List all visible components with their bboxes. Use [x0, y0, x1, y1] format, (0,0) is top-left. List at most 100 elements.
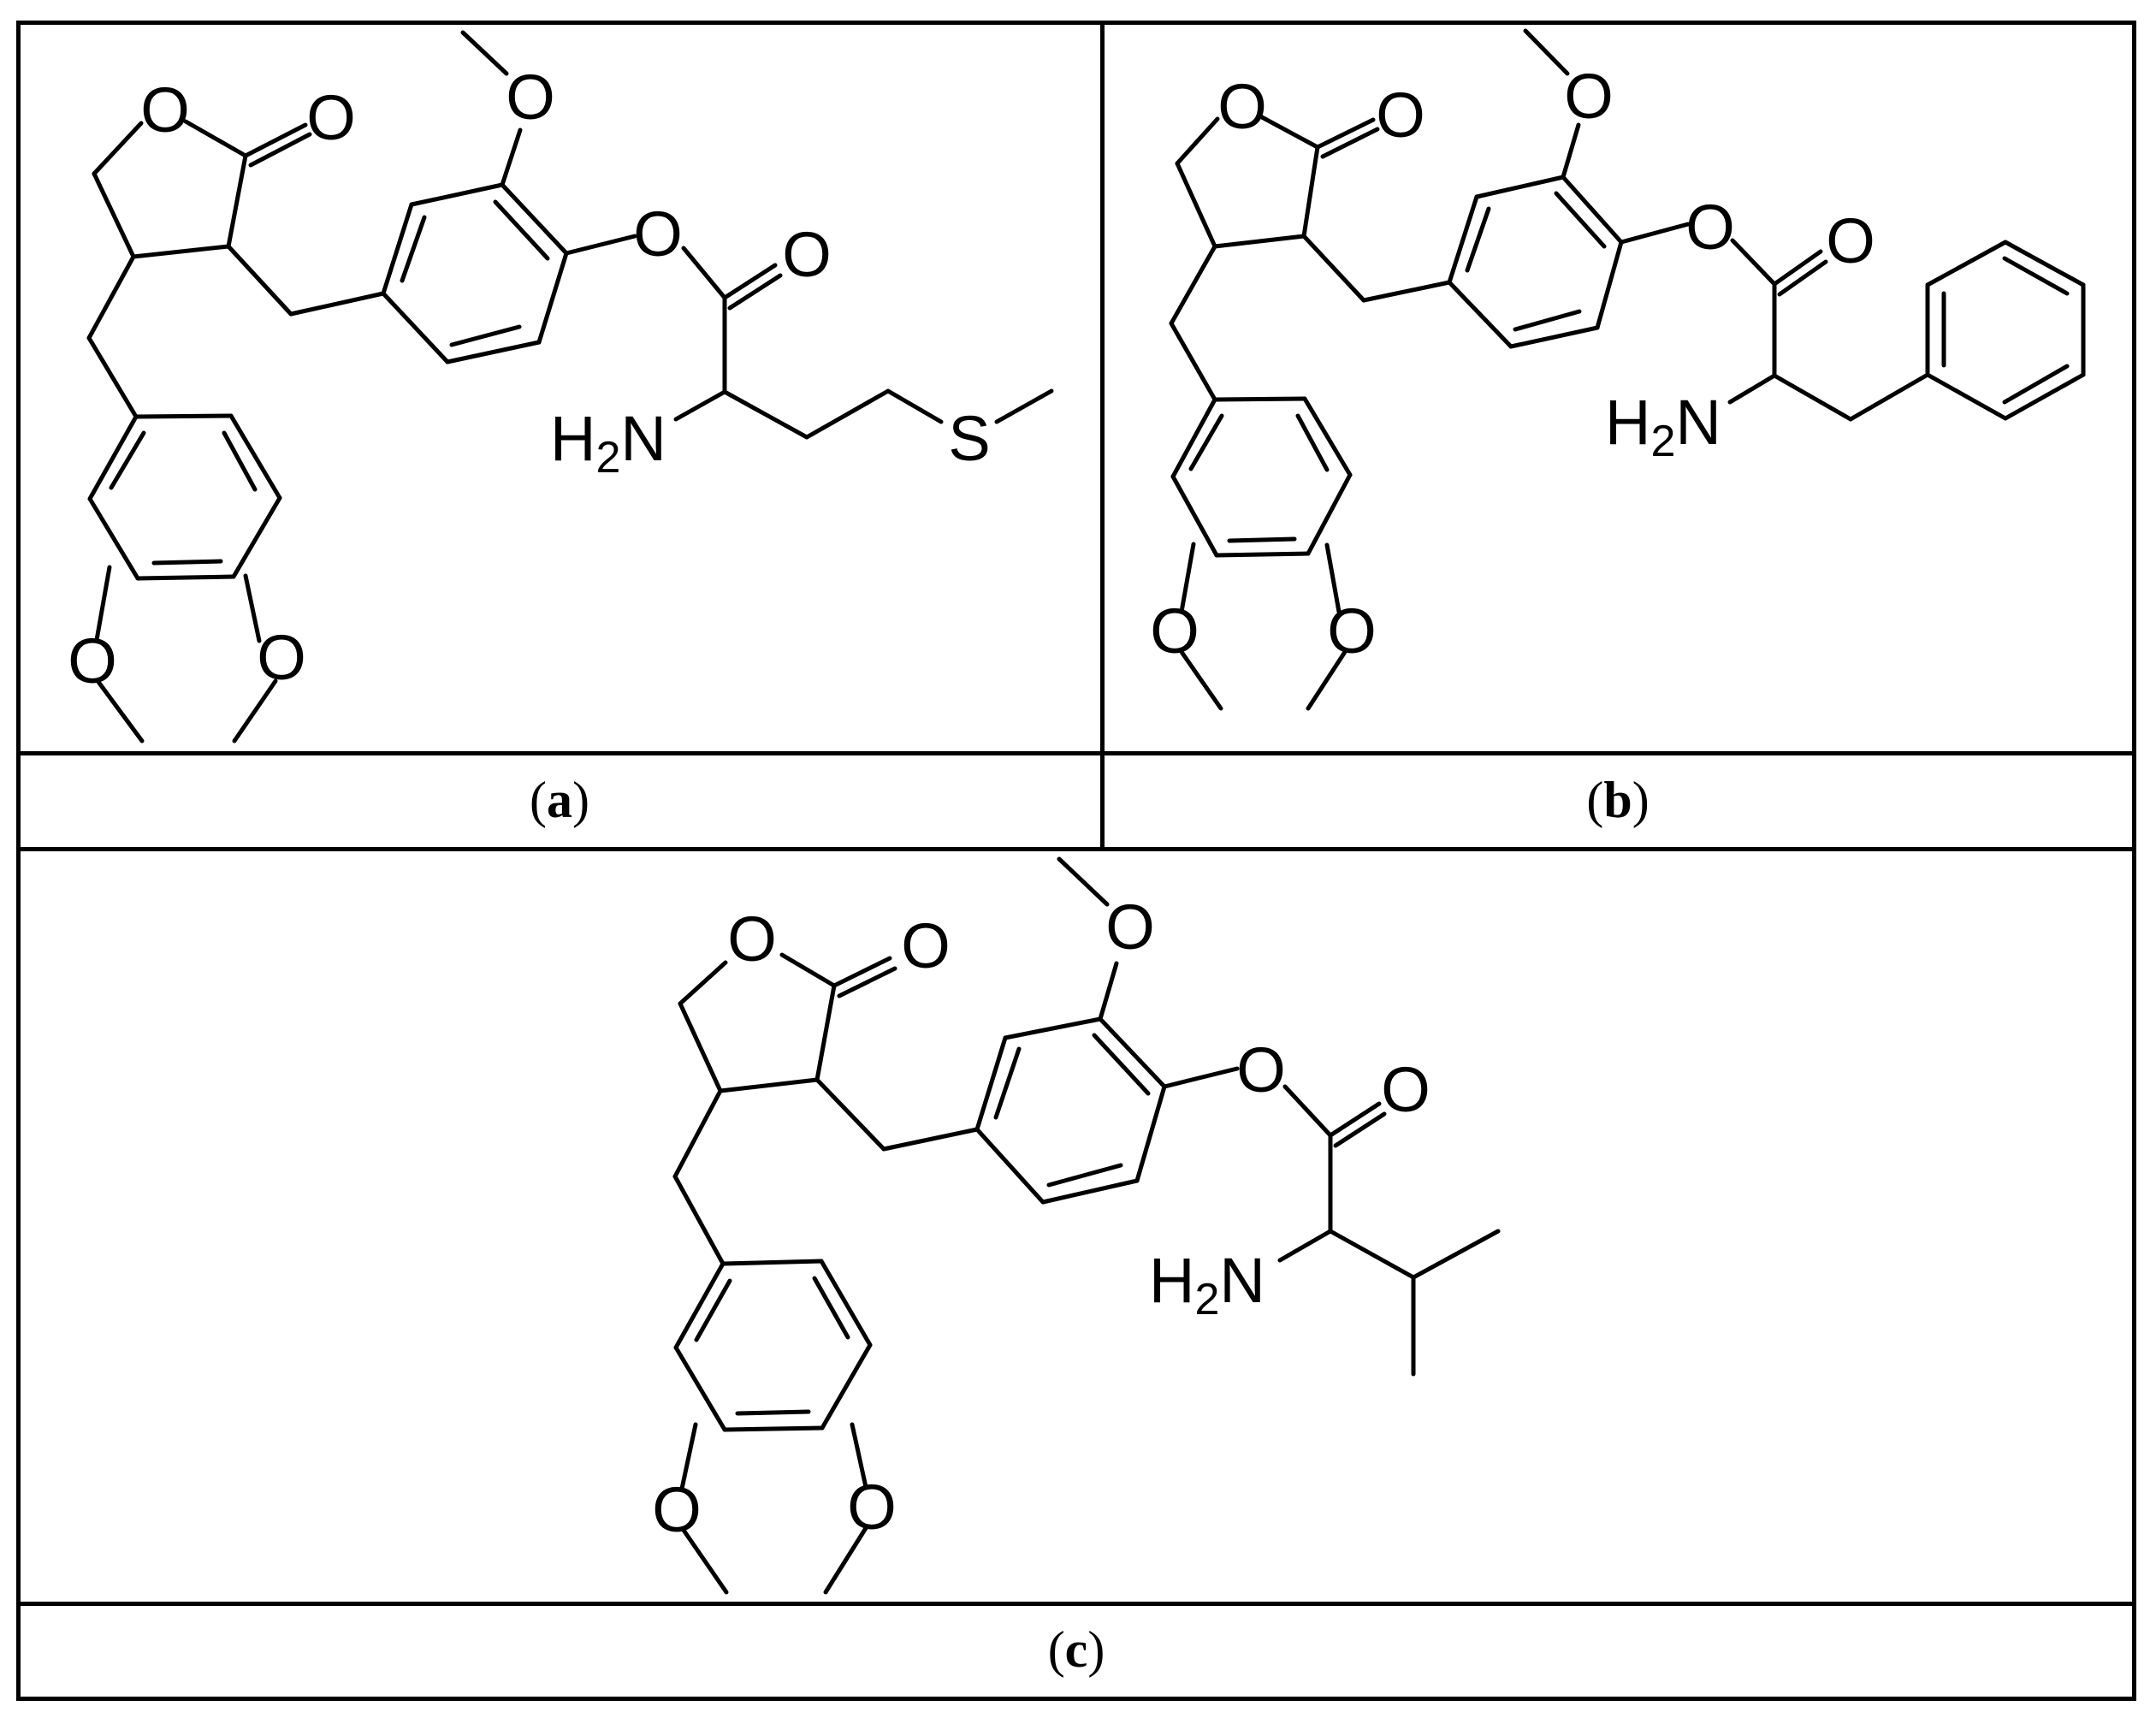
bond-line: [1523, 28, 1570, 76]
bond-line: [718, 1077, 820, 1093]
bond-line: [1188, 413, 1224, 471]
oxygen-atom-label: O: [727, 903, 777, 975]
bond-line: [974, 1127, 1045, 1205]
amine-label: H2N: [1149, 1245, 1265, 1324]
bond-line: [87, 414, 139, 501]
bond-line: [92, 121, 144, 176]
bond-line: [1328, 1229, 1416, 1280]
bond-line: [722, 389, 809, 440]
bond-line: [183, 119, 248, 158]
bond-line: [231, 495, 282, 579]
bond-line: [1282, 1084, 1333, 1138]
bond-line: [1175, 116, 1220, 166]
amine-label: H2N: [550, 403, 666, 483]
bond-line: [672, 1174, 726, 1266]
oxygen-atom-label: O: [68, 625, 117, 696]
bond-line: [1474, 175, 1566, 199]
bond-line: [86, 254, 136, 341]
bond-line: [2002, 364, 2070, 405]
bond-line: [2003, 372, 2086, 421]
bond-line: [288, 291, 386, 317]
bond-line: [1040, 1178, 1140, 1205]
bond-line: [2002, 256, 2070, 296]
oxygen-atom-label: O: [1376, 80, 1425, 151]
bond-line: [1169, 321, 1217, 402]
divider-label-row-top: [16, 751, 2136, 755]
bond-line: [226, 153, 248, 249]
bond-line: [681, 246, 727, 300]
bond-line: [720, 1259, 824, 1266]
bond-line: [680, 1526, 729, 1595]
bond-line: [87, 496, 140, 581]
bond-line: [460, 30, 509, 76]
bond-line: [837, 966, 897, 998]
bond-line: [1179, 649, 1223, 711]
sulfur-atom-label: S: [948, 403, 990, 474]
amine-label: H2N: [1605, 387, 1721, 466]
bond-line: [1212, 234, 1306, 249]
bond-line: [500, 127, 523, 187]
oxygen-atom-label: O: [1826, 205, 1875, 276]
bond-line: [832, 956, 892, 988]
bond-line: [1513, 309, 1582, 332]
bond-line: [678, 960, 728, 1006]
bond-line: [536, 251, 569, 345]
bond-line: [727, 273, 783, 311]
oxygen-atom-label: O: [1327, 595, 1377, 666]
bond-line: [1925, 240, 2008, 287]
bond-line: [1214, 551, 1311, 558]
bond-line: [381, 202, 414, 296]
bond-line: [814, 983, 837, 1082]
bond-line: [1306, 472, 1353, 556]
bond-line: [449, 324, 522, 347]
bond-line: [133, 413, 234, 419]
oxygen-atom-label: O: [633, 198, 683, 270]
bond-line: [151, 559, 223, 566]
oxygen-atom-label: O: [1105, 892, 1155, 963]
bond-line: [109, 430, 146, 490]
oxygen-atom-label: O: [257, 622, 306, 693]
bond-line: [1212, 396, 1307, 402]
bond-line: [1092, 1033, 1151, 1096]
bond-line: [1848, 372, 1930, 422]
border-bottom: [16, 1697, 2136, 1701]
bond-line: [96, 679, 145, 743]
bond-line: [804, 388, 891, 440]
bond-line: [1619, 222, 1691, 245]
border-left: [16, 21, 21, 1701]
bond-line: [381, 291, 450, 364]
bond-line: [694, 1278, 732, 1342]
bond-line: [1306, 649, 1348, 711]
bond-line: [1777, 259, 1828, 297]
divider-row: [16, 847, 2136, 851]
bond-line: [823, 1525, 868, 1595]
bond-line: [1508, 325, 1600, 349]
bond-line: [228, 413, 282, 501]
panel-label-b: (b): [1586, 772, 1650, 828]
bond-line: [1554, 191, 1607, 249]
bond-line: [1772, 249, 1823, 287]
oxygen-atom-label: O: [1217, 71, 1267, 142]
bond-line: [243, 573, 262, 643]
oxygen-atom-label: O: [1564, 61, 1614, 132]
bond-line: [1320, 127, 1380, 159]
bond-line: [722, 1425, 825, 1432]
bond-line: [1301, 234, 1366, 303]
bond-line: [1561, 175, 1624, 245]
panel-letter-c: c: [1064, 1621, 1088, 1678]
bond-line: [1447, 280, 1513, 349]
oxygen-atom-label: O: [140, 74, 190, 145]
bond-line: [678, 1001, 723, 1093]
border-top: [16, 21, 2136, 25]
oxygen-atom-label: O: [847, 1472, 897, 1543]
panel-letter-b: b: [1603, 772, 1632, 828]
bond-line: [1169, 244, 1217, 326]
bond-line: [1301, 145, 1320, 239]
bond-line: [673, 1345, 727, 1432]
bond-line: [820, 1342, 873, 1431]
divider-label-row-bottom: [16, 1602, 2136, 1606]
bond-line: [500, 182, 569, 256]
